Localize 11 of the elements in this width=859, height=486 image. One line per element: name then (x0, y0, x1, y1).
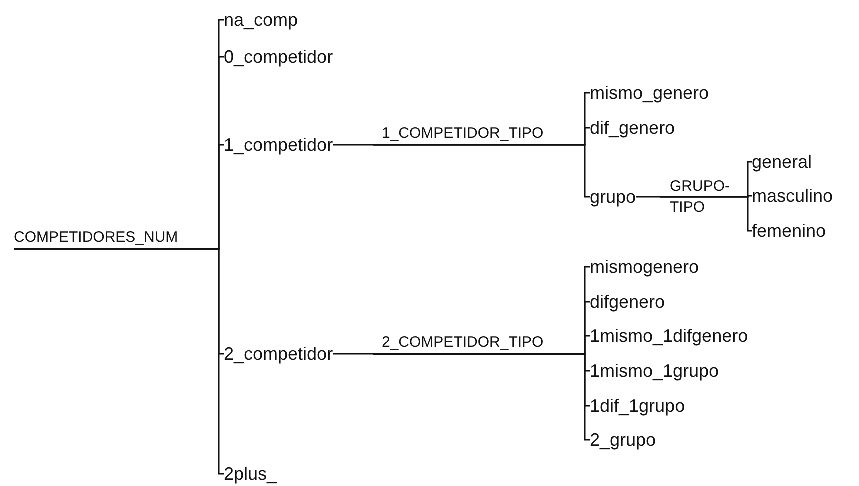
connector-line (373, 144, 590, 198)
connector-line (636, 196, 660, 198)
system-name: 2_COMPETIDOR_TIPO (373, 334, 544, 354)
connector-line (373, 353, 590, 441)
system-name: COMPETIDORES_NUM (14, 229, 178, 249)
connector-line (660, 196, 752, 232)
system-name: GRUPO- TIPO (660, 176, 730, 218)
connector-line (333, 144, 373, 146)
system-name: 1_COMPETIDOR_TIPO (373, 125, 544, 145)
connector-line (333, 353, 373, 355)
connector-line (14, 248, 224, 475)
